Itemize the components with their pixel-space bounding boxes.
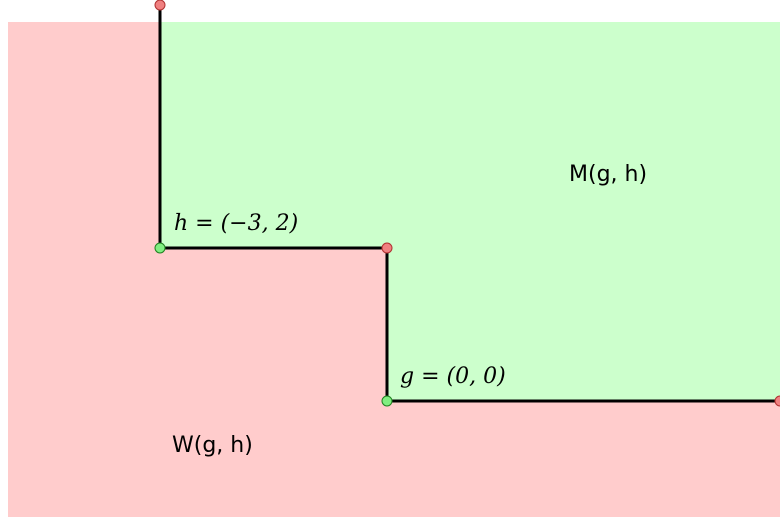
point-corner-red xyxy=(381,242,393,254)
point-h xyxy=(154,242,166,254)
region-m xyxy=(160,22,780,401)
label-region-m: M(g, h) xyxy=(569,162,647,187)
label-h-point: h = (−3, 2) xyxy=(174,211,298,236)
label-region-w: W(g, h) xyxy=(172,433,253,458)
point-right-red xyxy=(774,395,780,407)
point-top-red xyxy=(154,0,166,11)
point-g xyxy=(381,395,393,407)
label-g-point: g = (0, 0) xyxy=(400,364,506,389)
region-w xyxy=(8,22,780,517)
